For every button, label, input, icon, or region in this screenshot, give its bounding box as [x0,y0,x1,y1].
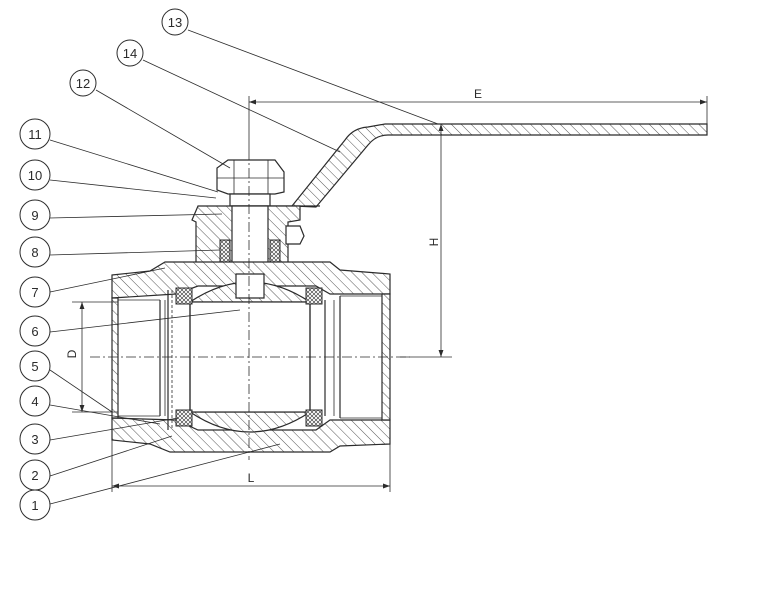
callout-9: 9 [19,199,51,231]
callout-7: 7 [19,276,51,308]
callout-12: 12 [69,69,97,97]
callout-14: 14 [116,39,144,67]
svg-text:13: 13 [168,15,182,30]
callout-3: 3 [19,423,51,455]
svg-text:8: 8 [31,245,38,260]
svg-text:11: 11 [28,127,42,142]
dimension-h: H [400,123,452,358]
dimension-h-label: H [427,238,441,247]
svg-text:12: 12 [76,76,90,91]
leader-lines [49,29,439,505]
dimension-e-label: E [474,87,482,101]
svg-text:4: 4 [31,394,38,409]
dimension-l: L [111,440,391,492]
ball [188,273,312,433]
callout-4: 4 [19,385,51,417]
svg-text:2: 2 [31,468,38,483]
callout-1: 1 [19,489,51,521]
callout-10: 10 [19,159,51,191]
svg-text:5: 5 [31,359,38,374]
callout-6: 6 [19,315,51,347]
svg-text:9: 9 [31,208,38,223]
svg-text:10: 10 [28,168,42,183]
svg-text:7: 7 [31,285,38,300]
lever-handle [240,123,708,208]
callout-5: 5 [19,350,51,382]
dimension-e: E [248,87,708,150]
dimension-l-label: L [248,471,255,485]
svg-text:1: 1 [31,498,38,513]
callout-11: 11 [19,118,51,150]
svg-text:6: 6 [31,324,38,339]
callout-8: 8 [19,236,51,268]
dimension-d: D [65,301,118,413]
svg-text:3: 3 [31,432,38,447]
stem-nut [216,159,285,207]
callout-2: 2 [19,459,51,491]
dimension-d-label: D [65,349,79,358]
svg-text:14: 14 [123,46,137,61]
callout-13: 13 [161,8,189,36]
ball-seats [167,287,323,430]
